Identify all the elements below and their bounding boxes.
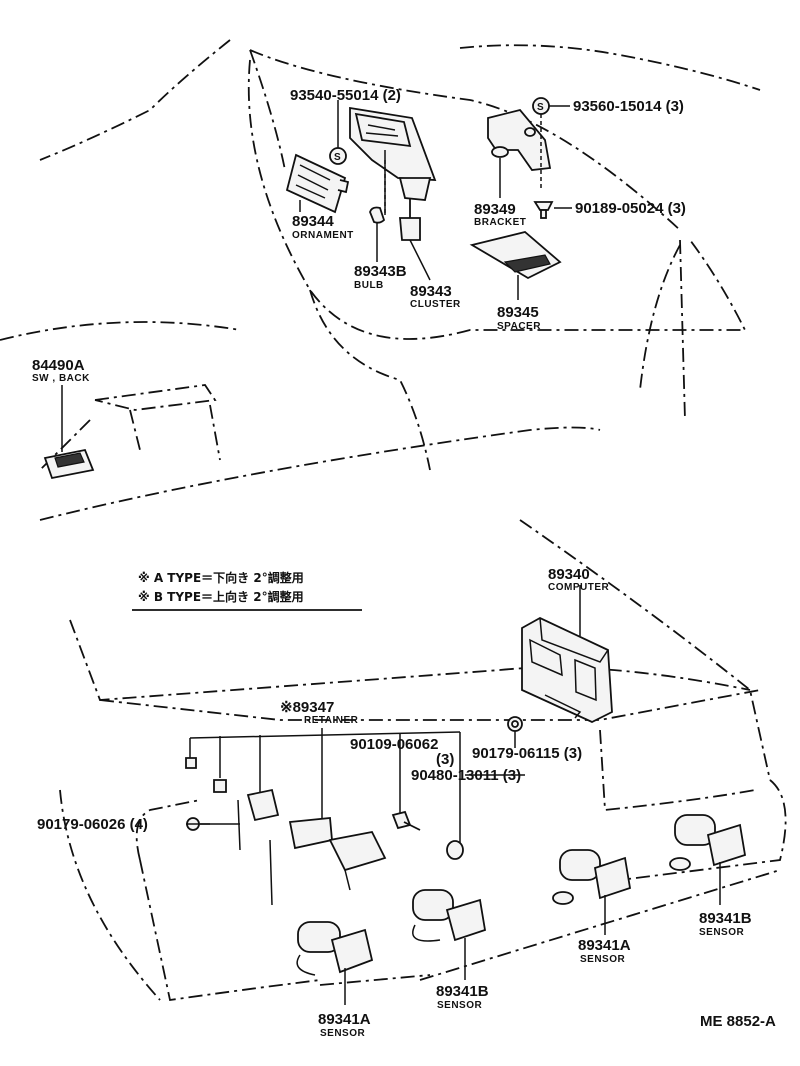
label-89345-number: 89345: [497, 304, 539, 321]
label-sensor-2-name: SENSOR: [437, 1000, 483, 1011]
label-89347-number: ※89347: [280, 699, 334, 716]
label-89344-name: ORNAMENT: [292, 230, 354, 241]
label-89340-number: 89340: [548, 566, 590, 583]
label-90480: 90480-13011 (3): [411, 767, 521, 784]
retainer-89347: [185, 728, 464, 906]
computer-89340: [521, 585, 613, 723]
sensor-2: [412, 889, 487, 980]
back-switch-84490a: [43, 385, 95, 480]
label-89343b-name: BULB: [354, 280, 384, 291]
label-93560: 93560-15014 (3): [573, 98, 684, 115]
label-89349-number: 89349: [474, 201, 516, 218]
label-90179-06026: 90179-06026 (4): [37, 816, 148, 833]
label-93540: 93540-55014 (2): [290, 87, 401, 104]
bracket-89349: [487, 108, 552, 198]
label-sensor-1-name: SENSOR: [320, 1028, 366, 1039]
label-89343b-number: 89343B: [354, 263, 407, 280]
label-sensor-3-name: SENSOR: [580, 954, 626, 965]
diagram-code: ME 8852-A: [700, 1013, 776, 1030]
label-89343-name: CLUSTER: [410, 299, 461, 310]
screw-90189: [533, 201, 572, 219]
label-sensor-4-name: SENSOR: [699, 927, 745, 938]
label-89343-number: 89343: [410, 283, 452, 300]
bulb-89343b: [369, 206, 386, 262]
label-84490a-number: 84490A: [32, 357, 85, 374]
label-sensor-2-number: 89341B: [436, 983, 489, 1000]
sensor-4: [669, 814, 747, 905]
label-84490a-name: SW , BACK: [32, 373, 90, 384]
label-90179-06115: 90179-06115 (3): [472, 745, 582, 762]
vehicle-body-outline: [0, 39, 787, 1002]
note-a-type: ※ A TYPE＝下向き 2°調整用: [138, 570, 304, 585]
svg-text:S: S: [334, 152, 341, 163]
svg-text:S: S: [537, 102, 544, 113]
label-sensor-4-number: 89341B: [699, 910, 752, 927]
label-90189: 90189-05024 (3): [575, 200, 686, 217]
ornament-89344: [285, 153, 350, 214]
sensor-1: [296, 921, 374, 1005]
label-89347-name: RETAINER: [304, 715, 359, 726]
label-90109-qty: (3): [436, 751, 454, 768]
label-90109: 90109-06062: [350, 736, 438, 753]
label-89349-name: BRACKET: [474, 217, 526, 228]
sensor-3: [552, 849, 632, 935]
label-89340-name: COMPUTER: [548, 582, 610, 593]
label-89345-name: SPACER: [497, 321, 541, 332]
spacer-89345: [469, 231, 562, 300]
label-sensor-1-number: 89341A: [318, 1011, 371, 1028]
label-sensor-3-number: 89341A: [578, 937, 631, 954]
nut-90179-06115: [507, 716, 523, 748]
screw-93560: S: [532, 97, 570, 190]
note-b-type: ※ B TYPE＝上向き 2°調整用: [138, 589, 304, 604]
label-89344-number: 89344: [292, 213, 334, 230]
screw-93540: S: [329, 100, 347, 165]
cluster-89343: [349, 106, 437, 281]
